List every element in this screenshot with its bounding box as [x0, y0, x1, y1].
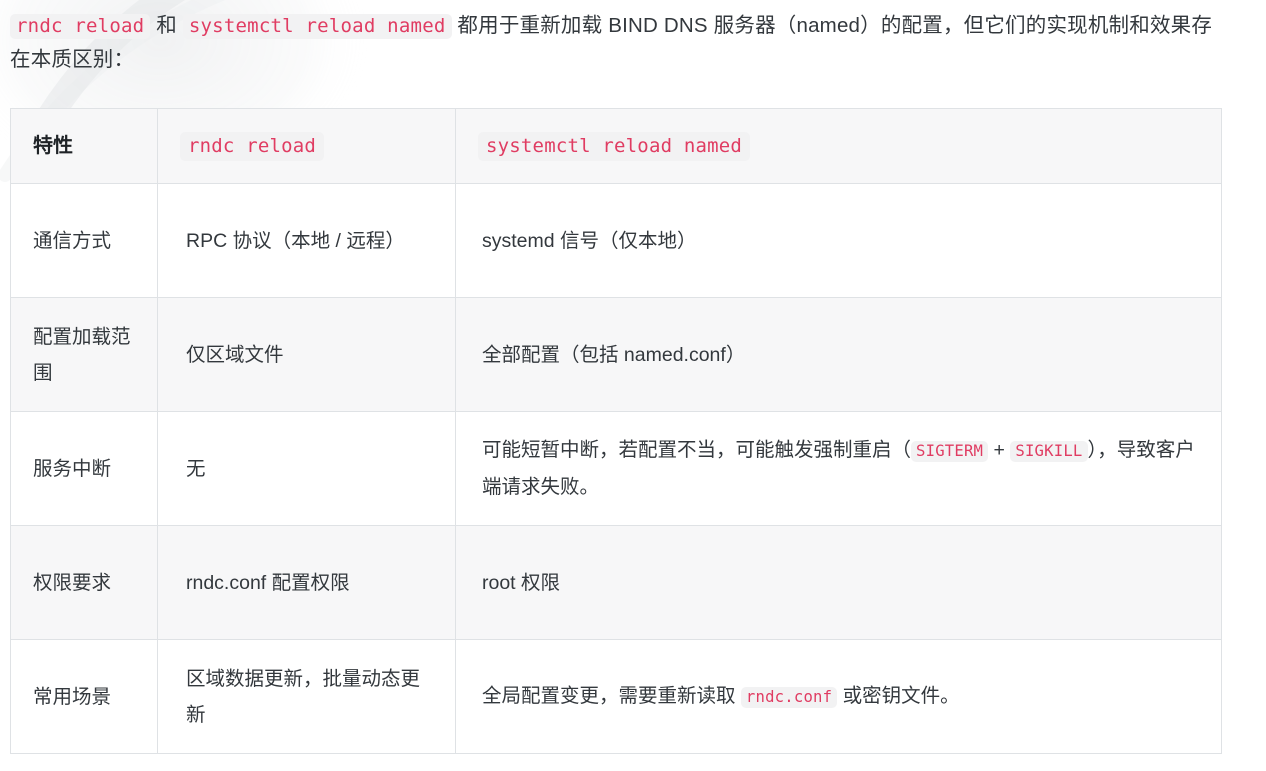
- comparison-table-wrapper: 特性 rndc reload systemctl reload named 通信…: [10, 108, 1222, 754]
- table-row: 服务中断 无 可能短暂中断，若配置不当，可能触发强制重启（SIGTERM + S…: [10, 411, 1222, 526]
- table-row: 权限要求 rndc.conf 配置权限 root 权限: [10, 525, 1222, 640]
- inline-code-rndc-conf: rndc.conf: [740, 687, 838, 708]
- inline-code-rndc-reload: rndc reload: [10, 14, 151, 39]
- cell-feature-permissions: 权限要求: [10, 525, 158, 640]
- use-case-text-part2: 或密钥文件。: [837, 685, 960, 707]
- header-cell-systemctl-reload-named: systemctl reload named: [455, 108, 1222, 184]
- cell-feature-use-cases: 常用场景: [10, 639, 158, 754]
- intro-text-connector: 和: [150, 14, 183, 37]
- cell-feature-communication: 通信方式: [10, 183, 158, 298]
- use-case-text-part1: 全局配置变更，需要重新读取: [482, 685, 741, 707]
- cell-feature-service-interrupt: 服务中断: [10, 411, 158, 526]
- inline-code-sigterm: SIGTERM: [911, 441, 989, 462]
- cell-systemctl-config-scope: 全部配置（包括 named.conf）: [455, 297, 1222, 412]
- comparison-table: 特性 rndc reload systemctl reload named 通信…: [10, 108, 1222, 754]
- table-header-row: 特性 rndc reload systemctl reload named: [10, 108, 1222, 184]
- table-row: 通信方式 RPC 协议（本地 / 远程） systemd 信号（仅本地）: [10, 183, 1222, 298]
- cell-systemctl-permissions: root 权限: [455, 525, 1222, 640]
- table-row: 常用场景 区域数据更新，批量动态更新 全局配置变更，需要重新读取 rndc.co…: [10, 639, 1222, 754]
- interrupt-text-part3: ），导致客户端请求失败。: [482, 439, 1195, 498]
- interrupt-text-part2: +: [988, 439, 1011, 461]
- cell-systemctl-service-interrupt: 可能短暂中断，若配置不当，可能触发强制重启（SIGTERM + SIGKILL）…: [455, 411, 1222, 526]
- cell-systemctl-use-cases: 全局配置变更，需要重新读取 rndc.conf 或密钥文件。: [455, 639, 1222, 754]
- page-root: rndc reload 和 systemctl reload named 都用于…: [0, 0, 1266, 754]
- cell-feature-config-scope: 配置加载范围: [10, 297, 158, 412]
- cell-rndc-permissions: rndc.conf 配置权限: [157, 525, 456, 640]
- inline-code-sigkill: SIGKILL: [1010, 441, 1088, 462]
- cell-systemctl-communication: systemd 信号（仅本地）: [455, 183, 1222, 298]
- header-code-rndc-reload: rndc reload: [180, 132, 325, 161]
- header-code-systemctl-reload-named: systemctl reload named: [478, 132, 751, 161]
- table-row: 配置加载范围 仅区域文件 全部配置（包括 named.conf）: [10, 297, 1222, 412]
- header-cell-rndc-reload: rndc reload: [157, 108, 456, 184]
- cell-rndc-use-cases: 区域数据更新，批量动态更新: [157, 639, 456, 754]
- cell-rndc-config-scope: 仅区域文件: [157, 297, 456, 412]
- interrupt-text-part1: 可能短暂中断，若配置不当，可能触发强制重启（: [482, 439, 912, 461]
- inline-code-systemctl-reload-named: systemctl reload named: [182, 14, 452, 39]
- intro-paragraph: rndc reload 和 systemctl reload named 都用于…: [0, 0, 1266, 77]
- cell-rndc-communication: RPC 协议（本地 / 远程）: [157, 183, 456, 298]
- table-header: 特性 rndc reload systemctl reload named: [10, 108, 1222, 184]
- table-body: 通信方式 RPC 协议（本地 / 远程） systemd 信号（仅本地） 配置加…: [10, 183, 1222, 754]
- cell-rndc-service-interrupt: 无: [157, 411, 456, 526]
- header-cell-feature: 特性: [10, 108, 158, 184]
